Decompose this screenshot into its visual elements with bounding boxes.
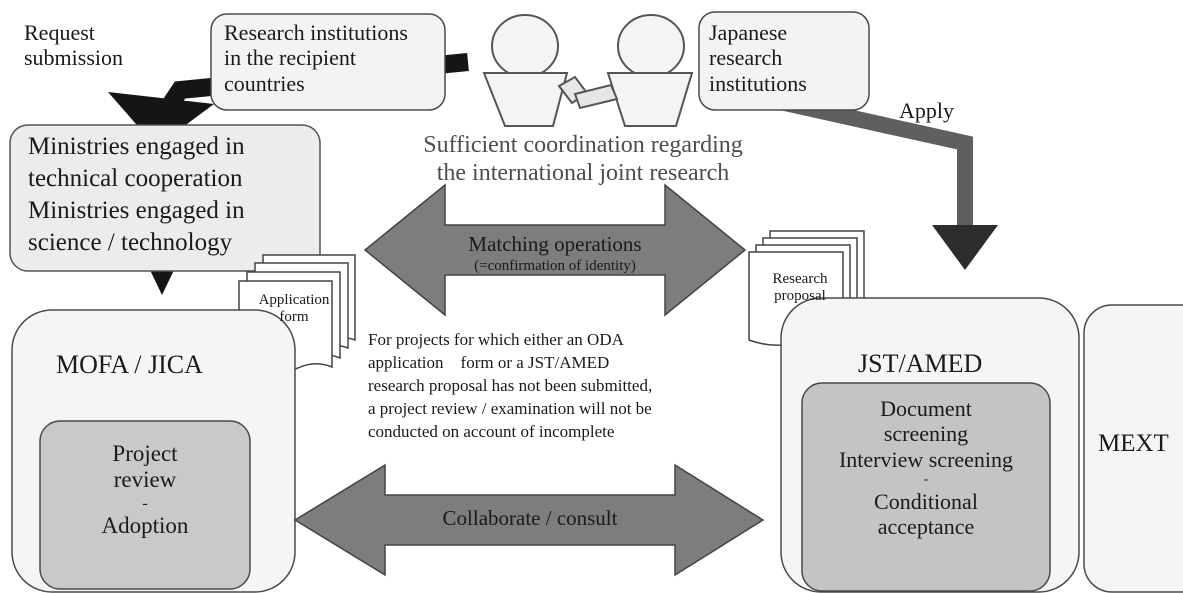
coordination-line-1: Sufficient coordination regarding — [423, 132, 743, 158]
recipient-institutions-text: Research institutions in the recipient c… — [224, 20, 408, 96]
collaborate-consult-label: Collaborate / consult — [442, 506, 618, 530]
ministries-line-1: Ministries engaged in — [28, 133, 245, 160]
mext-box — [1083, 304, 1183, 593]
ministries-line-3: Ministries engaged in — [28, 197, 245, 224]
screening-line-6: acceptance — [877, 513, 975, 539]
screening-line-2: screening — [883, 421, 969, 447]
screening-line-1: Document — [880, 396, 972, 421]
application-form-line-2: form — [279, 309, 309, 326]
recipient-line-2: in the recipient — [224, 45, 356, 71]
note-line-1: For projects for which either an ODA — [368, 330, 624, 349]
project-review-line-3: - — [142, 494, 148, 512]
ministries-text: Ministries engaged in technical cooperat… — [28, 131, 245, 259]
ministries-line-4: science / technology — [28, 229, 233, 256]
recipient-institutions-box — [210, 13, 446, 111]
screening-line-5: Conditional — [874, 488, 978, 514]
jst-amed-title: JST/AMED — [858, 349, 983, 378]
screening-box — [801, 382, 1051, 592]
project-review-text: Project review - Adoption — [40, 441, 250, 540]
note-line-3: research proposal has not been submitted… — [368, 375, 653, 395]
japanese-line-3: institutions — [709, 70, 807, 96]
research-proposal-line-2: proposal — [774, 288, 826, 305]
japanese-line-1: Japanese — [709, 20, 788, 45]
application-form-label: Application form — [244, 292, 344, 327]
research-proposal-label: Research proposal — [754, 271, 846, 306]
note-line-5: conducted on account of incomplete — [368, 421, 615, 441]
request-label-line-2: submission — [24, 45, 124, 71]
project-review-box — [39, 420, 251, 590]
application-form-line-1: Application — [258, 292, 330, 308]
matching-operations-label: Matching operations — [468, 232, 642, 256]
handshake-icon — [482, 14, 694, 127]
recipient-line-1: Research institutions — [224, 20, 408, 45]
matching-sub-label: (=confirmation of identity) — [474, 258, 636, 274]
recipient-line-3: countries — [224, 70, 305, 96]
note-line-2: application form or a JST/AMED — [368, 352, 610, 372]
japanese-institutions-box — [698, 11, 870, 111]
apply-label: Apply — [899, 98, 954, 123]
project-review-line-2: review — [113, 467, 177, 493]
mofa-jica-title: MOFA / JICA — [56, 350, 203, 379]
research-proposal-line-1: Research — [772, 271, 828, 287]
screening-line-4: - — [923, 471, 929, 487]
matching-arrow — [363, 183, 747, 317]
ministries-box — [9, 124, 321, 272]
coordination-line-2: the international joint research — [436, 159, 730, 186]
ministries-arrow-head — [150, 270, 174, 295]
note-line-4: a project review / examination will not … — [368, 398, 652, 418]
japanese-institutions-text: Japanese research institutions — [709, 20, 807, 96]
request-submission-label: Request submission — [24, 20, 123, 71]
ministries-line-2: technical cooperation — [28, 165, 243, 192]
coordination-text: Sufficient coordination regarding the in… — [383, 132, 783, 187]
japanese-line-2: research — [709, 45, 783, 71]
incomplete-submission-note: For projects for which either an ODA app… — [368, 329, 652, 444]
request-arrow-head — [108, 92, 214, 147]
request-label-line-1: Request — [24, 20, 95, 45]
project-review-line-4: Adoption — [101, 513, 189, 539]
project-review-line-1: Project — [112, 441, 178, 466]
screening-text: Document screening Interview screening -… — [802, 396, 1050, 539]
mext-title: MEXT — [1098, 430, 1169, 457]
collaborate-arrow — [293, 463, 765, 577]
apply-arrow-head — [932, 225, 998, 270]
screening-line-3: Interview screening — [838, 446, 1014, 472]
